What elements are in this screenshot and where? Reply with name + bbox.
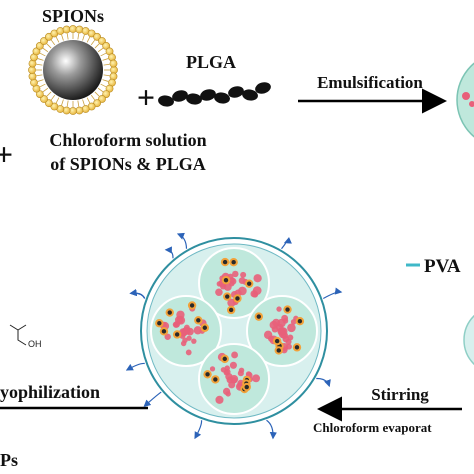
spions-label: SPIONs xyxy=(42,6,104,26)
lyophilization-label: yophilization xyxy=(0,382,100,402)
nps-label-fragment: Ps xyxy=(0,450,18,470)
plga-label: PLGA xyxy=(186,52,236,72)
nanoparticle-droplet xyxy=(125,232,343,440)
chloroform-evaporation-label: Chloroform evaporat xyxy=(313,420,432,435)
plga-chain-icon xyxy=(158,82,271,107)
oh-label: OH xyxy=(28,339,42,349)
partial-droplet xyxy=(463,314,474,366)
plus-sign-left: + xyxy=(0,136,13,172)
plus-sign: + xyxy=(137,79,155,115)
spion-particle-icon xyxy=(28,25,118,115)
emulsion-droplet xyxy=(456,62,474,138)
solution-label-line2: of SPIONs & PLGA xyxy=(50,154,206,174)
emulsification-label: Emulsification xyxy=(317,73,423,92)
stirring-label: Stirring xyxy=(371,385,429,404)
solution-label-line1: Chloroform solution xyxy=(49,130,206,150)
carboxyl-structure-icon xyxy=(9,324,27,346)
pva-label: PVA xyxy=(424,256,461,277)
